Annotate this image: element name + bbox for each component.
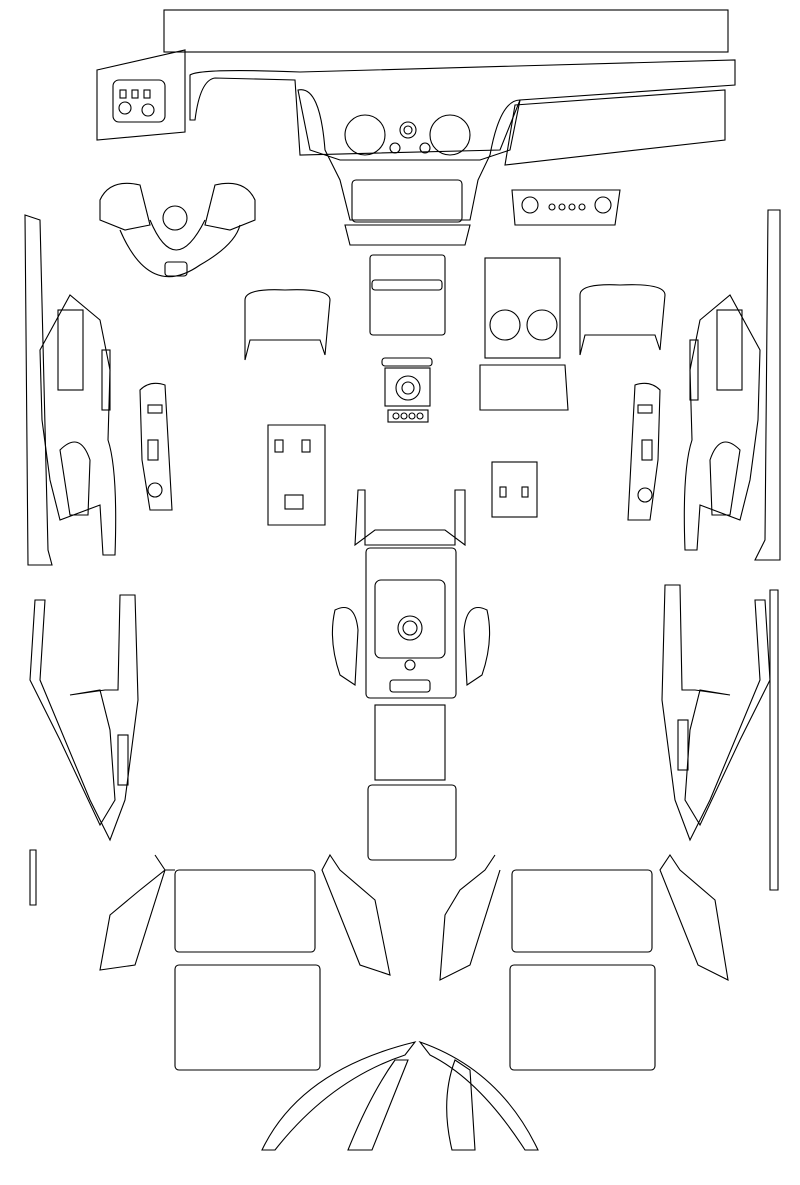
- a-pillar-right: [754, 209, 781, 561]
- left-gauge-cluster: [112, 79, 166, 123]
- front-door-right: [683, 294, 761, 551]
- console-upper-front: [369, 254, 446, 336]
- center-display-frame: [351, 179, 463, 223]
- a-pillar-left: [24, 214, 53, 566]
- console-upper-slot: [371, 279, 443, 291]
- center-vents: [344, 114, 471, 156]
- center-lower-trim: [344, 224, 471, 246]
- console-mid-panel-left: [267, 424, 326, 526]
- dash-main-panel: [189, 59, 736, 156]
- climate-control-panel: [511, 189, 621, 226]
- armrest-left-cover: [244, 289, 331, 361]
- b-pillar-right: [769, 589, 779, 891]
- armrest-right-cover: [579, 284, 666, 356]
- console-mid-panel-right: [491, 461, 538, 518]
- steering-wheel-trim: [99, 182, 256, 278]
- seat-left: [99, 853, 391, 1071]
- dash-left-panel: [96, 49, 186, 141]
- b-pillar-left: [29, 849, 37, 906]
- front-door-left: [39, 294, 117, 556]
- c-pillar-arches: [261, 1040, 539, 1151]
- rear-door-right: [661, 584, 771, 842]
- center-dash-stack: [297, 89, 521, 221]
- cupholder-panel: [479, 257, 569, 411]
- rear-door-left: [29, 594, 139, 842]
- console-side-switches: [331, 606, 491, 686]
- seat-right: [439, 854, 729, 1071]
- dash-top-strip: [163, 9, 729, 53]
- center-console-main: [354, 489, 466, 861]
- window-switch-right: [627, 382, 661, 521]
- dash-right-panel: [504, 89, 726, 166]
- window-switch-left: [139, 382, 173, 511]
- shifter-panel: [381, 357, 433, 423]
